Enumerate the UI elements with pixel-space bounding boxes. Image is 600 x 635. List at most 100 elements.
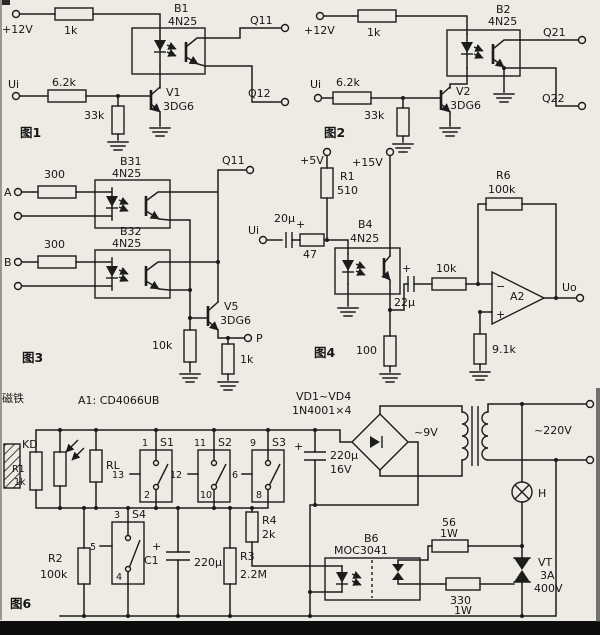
fig1-resistor-supply — [54, 7, 94, 21]
fig6-cap-filter-value: 220μ — [330, 449, 358, 462]
fig6-j8 — [82, 506, 86, 510]
fig1-out-top-label: Q11 — [250, 14, 273, 27]
fig2-junction-base — [401, 96, 405, 100]
figure-6: 磁铁 A1: CD4066UB KD RL R1 1k 1 S1 13 2 11… — [2, 390, 595, 618]
fig6-c1-plus: + — [152, 540, 161, 553]
fig4-ground-100 — [379, 373, 401, 383]
fig6-triac-name: VT — [538, 556, 553, 569]
fig1-transistor-type: 3DG6 — [163, 100, 194, 113]
fig6-r330-value: 330 — [450, 594, 471, 607]
fig6-r4-name: R4 — [262, 514, 277, 527]
fig4-resistor-100 — [383, 335, 397, 367]
fig1-transistor — [149, 85, 162, 114]
fig6-j16 — [313, 503, 317, 507]
fig6-switch-s3 — [251, 449, 285, 503]
fig6-lamp-label: H — [538, 487, 546, 500]
fig3-wires — [20, 169, 247, 381]
fig1-resistor-input — [47, 89, 87, 103]
fig6-j20 — [554, 458, 558, 462]
fig3-r-base-label: 10k — [152, 339, 173, 352]
fig6-driver-moc3041 — [324, 557, 421, 601]
fig6-c1-value: 220μ — [194, 556, 222, 569]
fig6-cap-filter — [304, 451, 326, 461]
fig4-resistor-r6 — [485, 197, 523, 211]
fig1-r-bias-label: 33k — [84, 109, 105, 122]
fig4-junction-2 — [388, 308, 392, 312]
fig4-resistor-10k — [431, 277, 467, 291]
fig6-r330-power: 1W — [454, 604, 472, 617]
fig3-opto-a-type: 4N25 — [112, 167, 141, 180]
fig3-optocoupler-a — [94, 179, 171, 229]
fig6-j17 — [308, 590, 312, 594]
fig3-junction-4 — [226, 336, 230, 340]
fig6-ac9-label: ~9V — [414, 426, 438, 439]
fig6-j25 — [308, 614, 312, 618]
fig6-r3-name: R3 — [240, 550, 255, 563]
fig4-cap-input — [285, 232, 293, 248]
fig6-s2-pin-left: 12 — [170, 470, 182, 481]
fig1-resistor-bias — [111, 105, 125, 135]
fig6-r56-value: 56 — [442, 516, 456, 529]
fig4-junction-5 — [554, 296, 558, 300]
fig6-j13 — [212, 506, 216, 510]
fig1-input-label: Ui — [8, 78, 19, 91]
fig3-opto-a-name: B31 — [120, 155, 142, 168]
fig3-opto-b-name: B32 — [120, 225, 142, 238]
fig3-input-a-label: A — [4, 186, 12, 199]
fig4-caption: 图4 — [314, 345, 336, 360]
fig3-p-terminal — [243, 333, 253, 343]
fig4-input-label: Ui — [248, 224, 259, 237]
fig6-resistor-r3 — [223, 547, 237, 585]
fig6-s4-pin-top: 3 — [114, 510, 120, 521]
fig2-out-bottom-label: Q22 — [542, 92, 565, 105]
fig6-j22 — [126, 614, 130, 618]
fig6-j26 — [520, 614, 524, 618]
fig2-ground-opto — [493, 93, 515, 103]
fig4-5v-label: +5V — [300, 154, 324, 167]
fig2-input-terminal — [313, 93, 323, 103]
fig3-p-label: P — [256, 332, 263, 345]
fig2-r-input-label: 6.2k — [336, 76, 360, 89]
fig4-resistor-91k — [473, 333, 487, 365]
fig1-ground-bias — [107, 141, 129, 151]
fig4-opto-name: B4 — [358, 218, 373, 231]
fig6-r2-value: 100k — [40, 568, 68, 581]
fig3-input-b1-terminal — [13, 257, 23, 267]
fig3-junction-1 — [216, 260, 220, 264]
fig4-cap-in-plus: + — [296, 218, 305, 231]
fig3-junction-2 — [188, 288, 192, 292]
fig2-resistor-supply — [357, 9, 397, 23]
fig6-s4-pin-bottom: 4 — [116, 572, 122, 583]
fig4-r1-name: R1 — [340, 170, 355, 183]
fig2-junction-emitter — [502, 66, 506, 70]
fig3-caption: 图3 — [22, 350, 43, 365]
fig2-resistor-input — [332, 91, 372, 105]
fig4-opamp-plus: + — [496, 308, 505, 321]
fig2-wires — [321, 15, 579, 143]
fig2-transistor-type: 3DG6 — [450, 99, 481, 112]
fig6-s3-pin-bottom: 8 — [256, 490, 262, 501]
fig4-cap-in-label: 20μ — [274, 212, 295, 225]
fig6-r56-power: 1W — [440, 527, 458, 540]
fig1-opto-type: 4N25 — [168, 15, 197, 28]
fig4-15v-label: +15V — [352, 156, 383, 169]
fig6-j12 — [176, 506, 180, 510]
fig6-cap-filter-voltage: 16V — [330, 463, 352, 476]
fig1-supply-label: +12V — [2, 23, 33, 36]
scan-bottom-bar — [0, 621, 600, 635]
fig3-r-a-label: 300 — [44, 168, 65, 181]
fig6-r1-name: R1 — [12, 464, 25, 475]
fig6-j24 — [228, 614, 232, 618]
fig1-optocoupler — [131, 27, 206, 75]
fig6-j10 — [126, 506, 130, 510]
scan-corner-speck — [0, 0, 10, 5]
fig3-resistor-emitter — [221, 343, 235, 375]
fig6-s4-name: S4 — [132, 508, 146, 521]
fig6-j19 — [520, 544, 524, 548]
fig6-switch-s2 — [197, 449, 231, 503]
fig6-s3-pin-top: 9 — [250, 438, 256, 449]
fig3-q11-terminal — [245, 165, 255, 175]
fig3-out-label: Q11 — [222, 154, 245, 167]
fig6-s1-pin-left: 13 — [112, 470, 124, 481]
